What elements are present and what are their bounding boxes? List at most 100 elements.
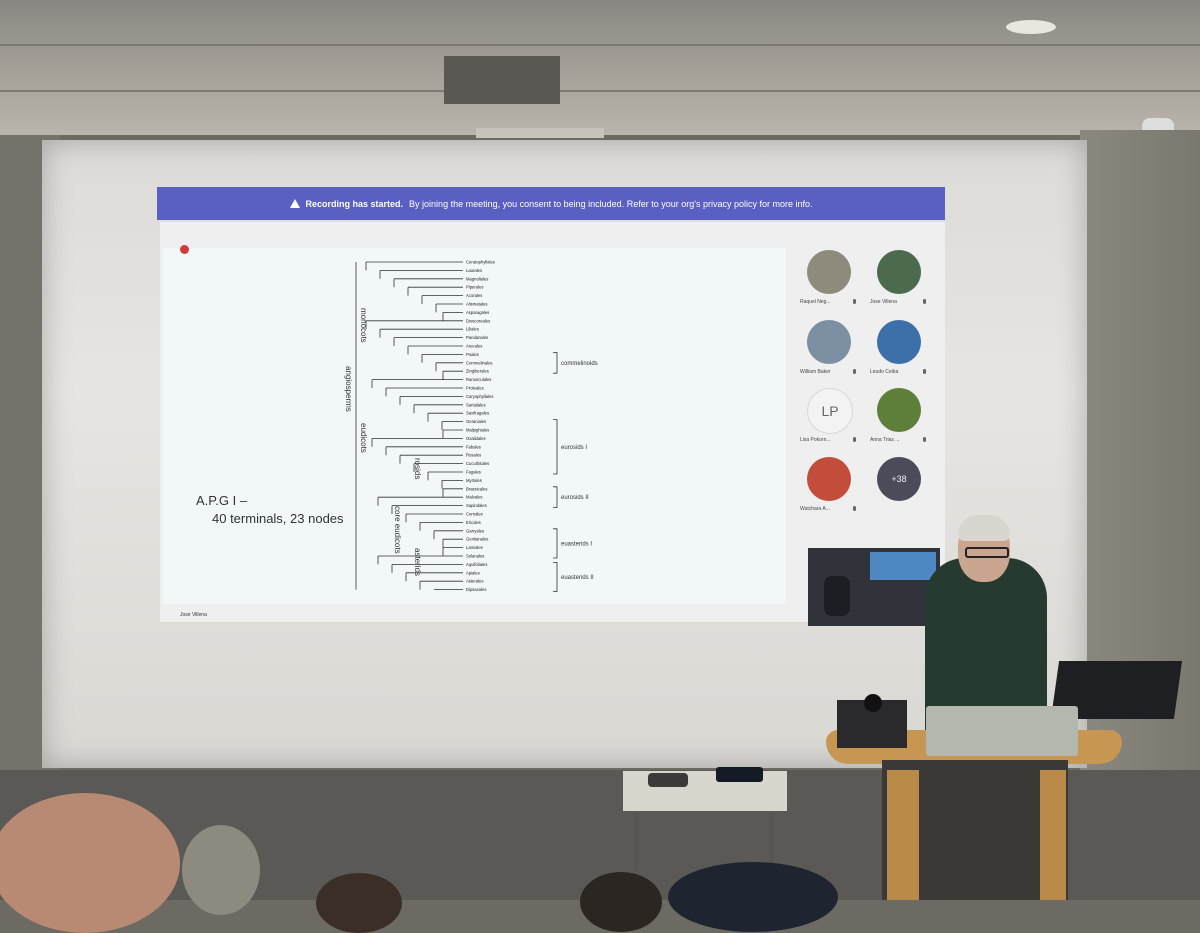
tree-terminal-label: Asterales [466, 579, 483, 584]
ceiling-lamp [1006, 20, 1056, 34]
tree-terminal-label: Fabales [466, 444, 481, 449]
participant-avatar[interactable] [807, 320, 851, 364]
ceiling-seam [0, 44, 1200, 46]
participant-avatar[interactable] [877, 250, 921, 294]
warning-icon [289, 199, 300, 208]
tree-terminal-label: Garryales [466, 528, 484, 533]
tree-terminal-label: Liliales [466, 327, 479, 332]
group-label: euasterids I [561, 541, 592, 547]
remote-device [648, 773, 688, 787]
smartphone [716, 767, 763, 782]
mic-muted-icon [923, 369, 926, 374]
tree-terminal-label: Arecales [466, 344, 482, 349]
ceiling [0, 0, 1200, 135]
participant-name: Leudo Ceiba [870, 369, 899, 375]
tree-terminal-label: Rosales [466, 453, 481, 458]
tree-terminal-label: Myrtales [466, 478, 482, 483]
tree-terminal-label: Acorales [466, 293, 482, 298]
audience-head [580, 872, 662, 932]
ceiling-light [476, 128, 604, 138]
participant-avatar[interactable]: LP [807, 388, 853, 434]
audience-head [668, 862, 838, 932]
document-projector [926, 706, 1078, 756]
self-view-screen [870, 552, 936, 580]
group-label: eurosids I [561, 445, 587, 451]
self-view-person [824, 576, 850, 616]
tree-terminal-label: Ericales [466, 520, 481, 525]
tree-terminal-label: Lamiales [466, 545, 483, 550]
recording-dot-icon [180, 245, 189, 254]
tree-terminal-label: Ranunculales [466, 377, 491, 382]
clade-label: eudicots [359, 423, 368, 453]
speaker-glasses [965, 547, 1009, 558]
ceiling-vent [444, 56, 560, 104]
recording-banner-text: By joining the meeting, you consent to b… [409, 198, 813, 209]
tree-terminal-label: Pandanales [466, 335, 488, 340]
tree-terminal-label: Apiales [466, 570, 480, 575]
tree-terminal-label: Asparagales [466, 310, 489, 315]
participant-name: Watchara A... [800, 506, 830, 512]
tree-terminal-label: Laurales [466, 268, 482, 273]
tree-terminal-label: Santalales [466, 402, 486, 407]
lens [864, 694, 882, 712]
participant-name: Raquel Neg... [800, 299, 831, 305]
mic-muted-icon [923, 437, 926, 442]
recording-banner: Recording has started. By joining the me… [157, 187, 945, 220]
group-bracket [553, 352, 558, 374]
recording-banner-bold: Recording has started. [305, 198, 404, 209]
tree-terminal-label: Piperales [466, 285, 483, 290]
clade-label: rosids [413, 458, 422, 479]
tree-terminal-label: Geraniales [466, 419, 486, 424]
tree-labels: CeratophyllalesLauralesMagnolialesPipera… [466, 260, 495, 593]
shared-slide [163, 248, 786, 604]
tree-terminal-label: Gentianales [466, 537, 488, 542]
tree-terminal-label: Ceratophyllales [466, 260, 495, 265]
tree-terminal-label: Saxifragales [466, 411, 489, 416]
participant-name: Lisa Pokorn... [800, 437, 831, 443]
more-participants-button[interactable]: +38 [877, 457, 921, 501]
participant-avatar[interactable] [807, 457, 851, 501]
audience-head [182, 825, 260, 915]
participant-avatar[interactable] [877, 388, 921, 432]
group-bracket [553, 562, 558, 592]
participant-name: Anna Trias ... [870, 437, 900, 443]
tree-branches [355, 261, 558, 592]
clade-label: asterids [413, 548, 422, 576]
slide-caption-line1: A.P.G I – [196, 493, 248, 508]
clade-label: core eudicots [393, 506, 402, 554]
group-bracket [553, 528, 558, 559]
mic-muted-icon [923, 299, 926, 304]
tree-terminal-label: Cucurbitales [466, 461, 489, 466]
tree-terminal-label: Proteales [466, 386, 484, 391]
group-label: euasterids II [561, 575, 594, 581]
tree-terminal-label: Poales [466, 352, 479, 357]
right-wall [1080, 130, 1200, 880]
tree-terminal-label: Dipsacales [466, 587, 486, 592]
tree-terminal-label: Malpighiales [466, 428, 489, 433]
presenter-name: Jose Villena [180, 612, 207, 618]
tree-terminal-label: Zingiberales [466, 369, 489, 374]
group-label: commelinoids [561, 361, 598, 367]
tree-terminal-label: Aquifoliales [466, 562, 487, 567]
participant-avatar[interactable] [877, 320, 921, 364]
tree-terminal-label: Cornales [466, 512, 483, 517]
audience-head [316, 873, 402, 933]
clade-label: monocots [359, 308, 368, 343]
group-bracket [553, 486, 558, 508]
tree-terminal-label: Brassicales [466, 486, 487, 491]
participant-avatar[interactable] [807, 250, 851, 294]
tree-terminal-label: Alismatales [466, 302, 487, 307]
slide-caption-line2: 40 terminals, 23 nodes [212, 511, 344, 526]
tree-terminal-label: Fagales [466, 470, 481, 475]
tree-terminal-label: Malvales [466, 495, 483, 500]
tree-terminal-label: Dioscoreales [466, 318, 490, 323]
tree-terminal-label: Oxalidales [466, 436, 486, 441]
tree-terminal-label: Commelinales [466, 360, 493, 365]
self-view-video [808, 548, 940, 626]
audience-head [0, 793, 180, 933]
speaker-hair [958, 515, 1010, 541]
participant-name: Jose Villena [870, 299, 897, 305]
table-leg [635, 811, 638, 871]
